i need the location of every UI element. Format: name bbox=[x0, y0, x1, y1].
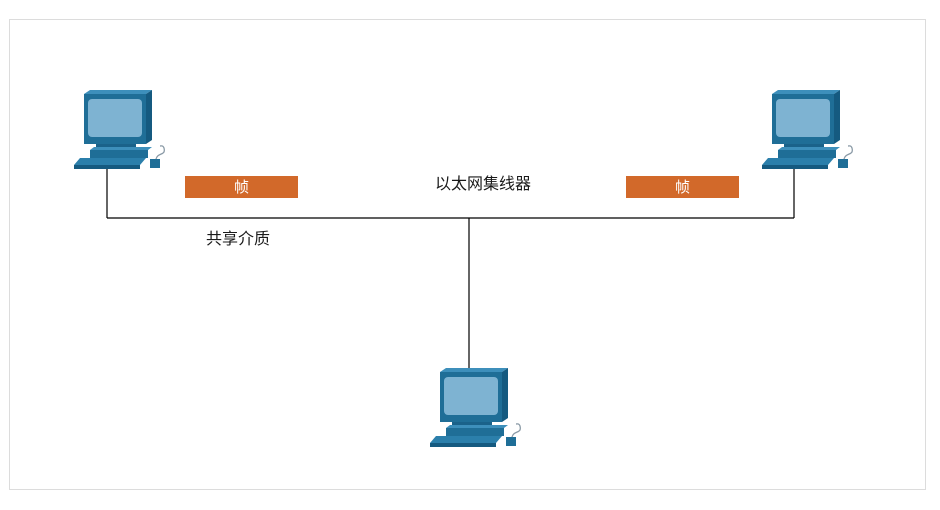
computer-left-icon bbox=[70, 90, 170, 170]
computer-bottom-icon bbox=[426, 368, 526, 448]
hub-label: 以太网集线器 bbox=[435, 174, 532, 193]
computer-right-icon bbox=[758, 90, 858, 170]
frame-left: 帧 bbox=[185, 176, 298, 198]
shared-medium-label: 共享介质 bbox=[206, 229, 271, 248]
frame-right: 帧 bbox=[626, 176, 739, 198]
